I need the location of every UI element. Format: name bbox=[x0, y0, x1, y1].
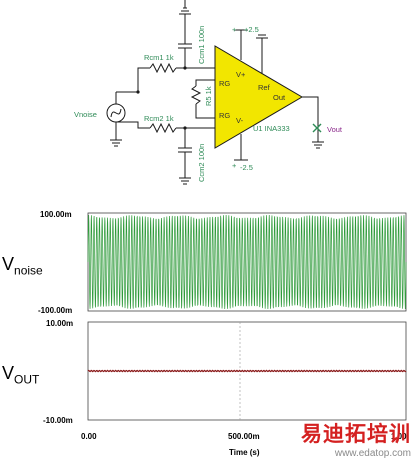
vnoise-axis-label: Vnoise bbox=[2, 254, 43, 278]
vnoise-ytick-top: 100.00m bbox=[40, 210, 72, 219]
r5-label: R5 1k bbox=[204, 86, 213, 106]
vout-label: Vout bbox=[327, 125, 343, 134]
supply-neg-label: -2.5 bbox=[240, 163, 253, 172]
ccm1-label: Ccm1 100n bbox=[197, 26, 206, 64]
svg-text:+: + bbox=[232, 25, 237, 34]
vnoise-waveform bbox=[87, 214, 407, 310]
circuit-schematic: + + Vnoise Rcm1 1k Rcm2 1k Ccm1 100n Ccm… bbox=[74, 0, 343, 185]
amp-label: U1 INA333 bbox=[253, 124, 290, 133]
vnoise-ytick-bottom: -100.00m bbox=[38, 306, 72, 315]
vout-waveform bbox=[87, 369, 407, 373]
watermark-url: www.edatop.com bbox=[334, 448, 411, 459]
watermark: 易迪拓培训 www.edatop.com bbox=[301, 418, 411, 459]
rcm1-label: Rcm1 1k bbox=[144, 53, 174, 62]
watermark-text: 易迪拓培训 bbox=[301, 423, 411, 446]
vout-series-line bbox=[87, 369, 407, 373]
xtick-1: 1.00 bbox=[391, 432, 407, 441]
xtick-0: 0.00 bbox=[81, 432, 97, 441]
xtick-500m: 500.00m bbox=[228, 432, 260, 441]
pin-out-label: Out bbox=[273, 93, 286, 102]
ina333-amplifier-symbol bbox=[214, 45, 303, 149]
vout-axis-label: VOUT bbox=[2, 363, 40, 387]
ccm2-label: Ccm2 100n bbox=[197, 144, 206, 182]
pin-vplus-label: V+ bbox=[236, 70, 246, 79]
rcm2-label: Rcm2 1k bbox=[144, 114, 174, 123]
vout-ytick-bottom: -10.00m bbox=[43, 416, 73, 425]
r5-resistor bbox=[190, 85, 202, 105]
vnoise-label: Vnoise bbox=[74, 110, 97, 119]
vout-ytick-top: 10.00m bbox=[46, 319, 73, 328]
pin-ref-label: Ref bbox=[258, 83, 271, 92]
pin-vminus-label: V- bbox=[236, 116, 244, 125]
rcm2-resistor bbox=[149, 122, 177, 134]
vnoise-series-line bbox=[87, 214, 407, 310]
pin-rg-top-label: RG bbox=[219, 79, 230, 88]
supply-pos-label: +2.5 bbox=[244, 25, 259, 34]
pin-rg-bot-label: RG bbox=[219, 111, 230, 120]
x-axis-title: Time (s) bbox=[229, 448, 260, 457]
rcm1-resistor bbox=[149, 62, 177, 74]
svg-text:+: + bbox=[232, 161, 237, 170]
vout-probe-icon bbox=[312, 123, 322, 133]
